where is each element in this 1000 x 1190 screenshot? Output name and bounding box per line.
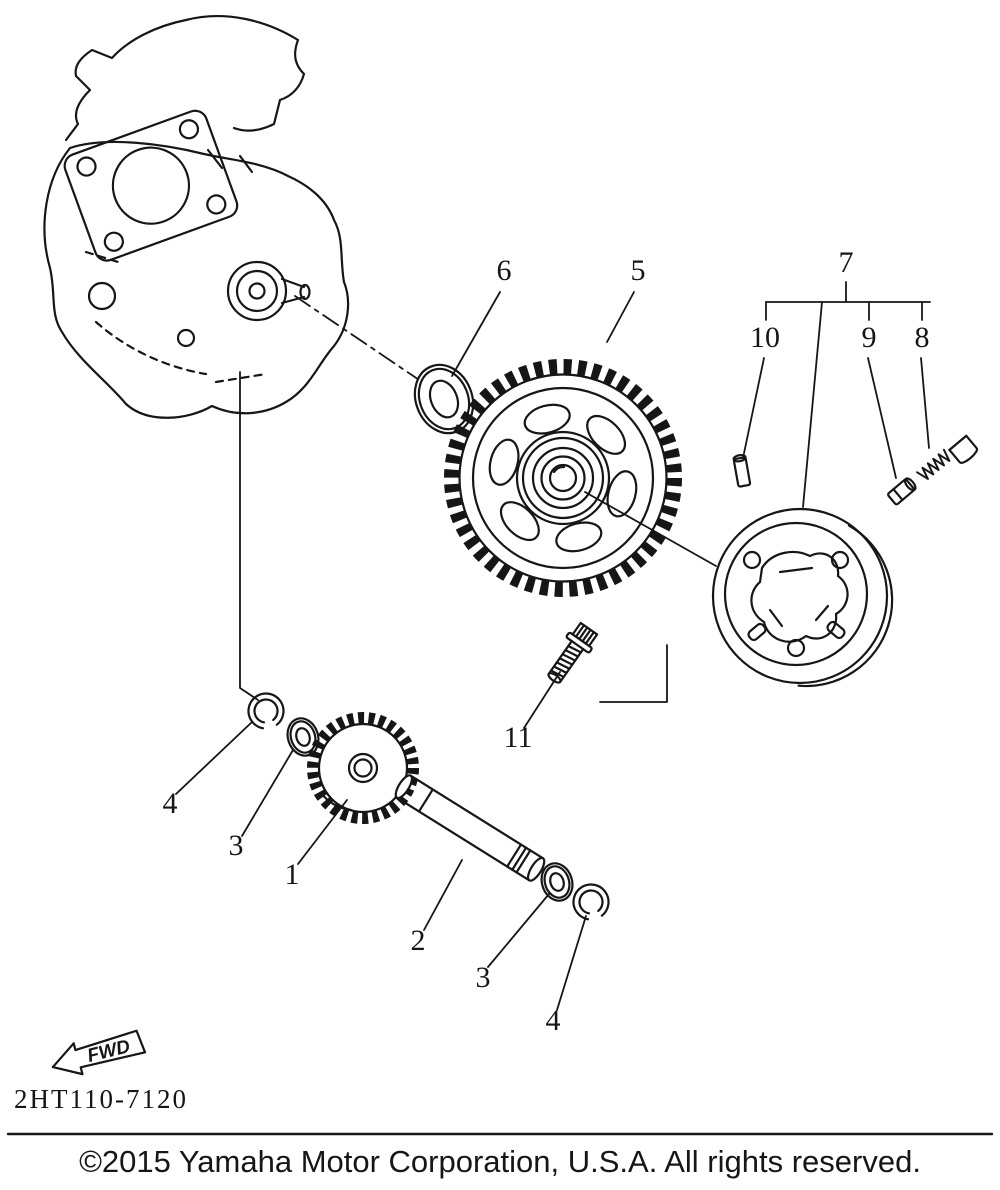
part-code-label: 2HT110-7120 [14,1084,188,1114]
callout-11: 11 [504,721,533,754]
spring-8-drawing [916,448,951,480]
leader-2 [423,859,463,931]
dowel-pin-10-drawing [732,453,752,488]
callout-4-left: 4 [163,787,178,820]
callout-bracket-7 [765,281,931,508]
leader-1 [297,799,348,865]
gear-to-clutch-leader [584,491,717,567]
plunger-9-drawing [887,477,917,506]
callout-1: 1 [285,858,300,891]
leader-10 [742,357,765,459]
leader-11 [523,671,561,729]
leader-5 [606,291,635,343]
leader-lines [175,291,930,1011]
bolt-11-drawing [547,621,599,684]
circlip-4-left-drawing [247,692,285,730]
idler-gear-1-drawing [307,712,419,824]
leader-6 [451,291,501,377]
cap-8-drawing [948,434,978,464]
engine-crankcase-drawing [43,14,350,419]
starter-driven-gear-5-drawing [444,359,682,597]
callout-10: 10 [750,321,780,354]
shaft-2-drawing [394,774,546,882]
callout-2: 2 [411,924,426,957]
callout-8: 8 [915,321,930,354]
starter-clutch-7-drawing [711,507,894,688]
leader-3-left [241,749,294,837]
leader-4-right [556,915,587,1011]
leader-9 [867,357,897,479]
leader-3-right [487,893,550,968]
engine-leader-line [239,371,259,701]
callout-3-right: 3 [476,961,491,994]
copyright-text: ©2015 Yamaha Motor Corporation, U.S.A. A… [79,1144,921,1179]
callout-6: 6 [497,254,512,287]
washer-3-right-drawing [540,862,574,902]
callout-4-right: 4 [546,1004,561,1037]
fwd-arrow-icon [51,1029,147,1076]
circlip-4-right-drawing [572,883,610,921]
callout-3-left: 3 [229,829,244,862]
callout-9: 9 [862,321,877,354]
callout-7: 7 [839,246,854,279]
leader-8 [920,357,930,449]
callout-5: 5 [631,254,646,287]
bolt-to-clutch-leader [599,644,668,703]
callout-labels: 6 5 7 10 9 8 11 4 3 1 2 3 4 [163,246,930,1037]
leader-4-left [175,721,253,795]
